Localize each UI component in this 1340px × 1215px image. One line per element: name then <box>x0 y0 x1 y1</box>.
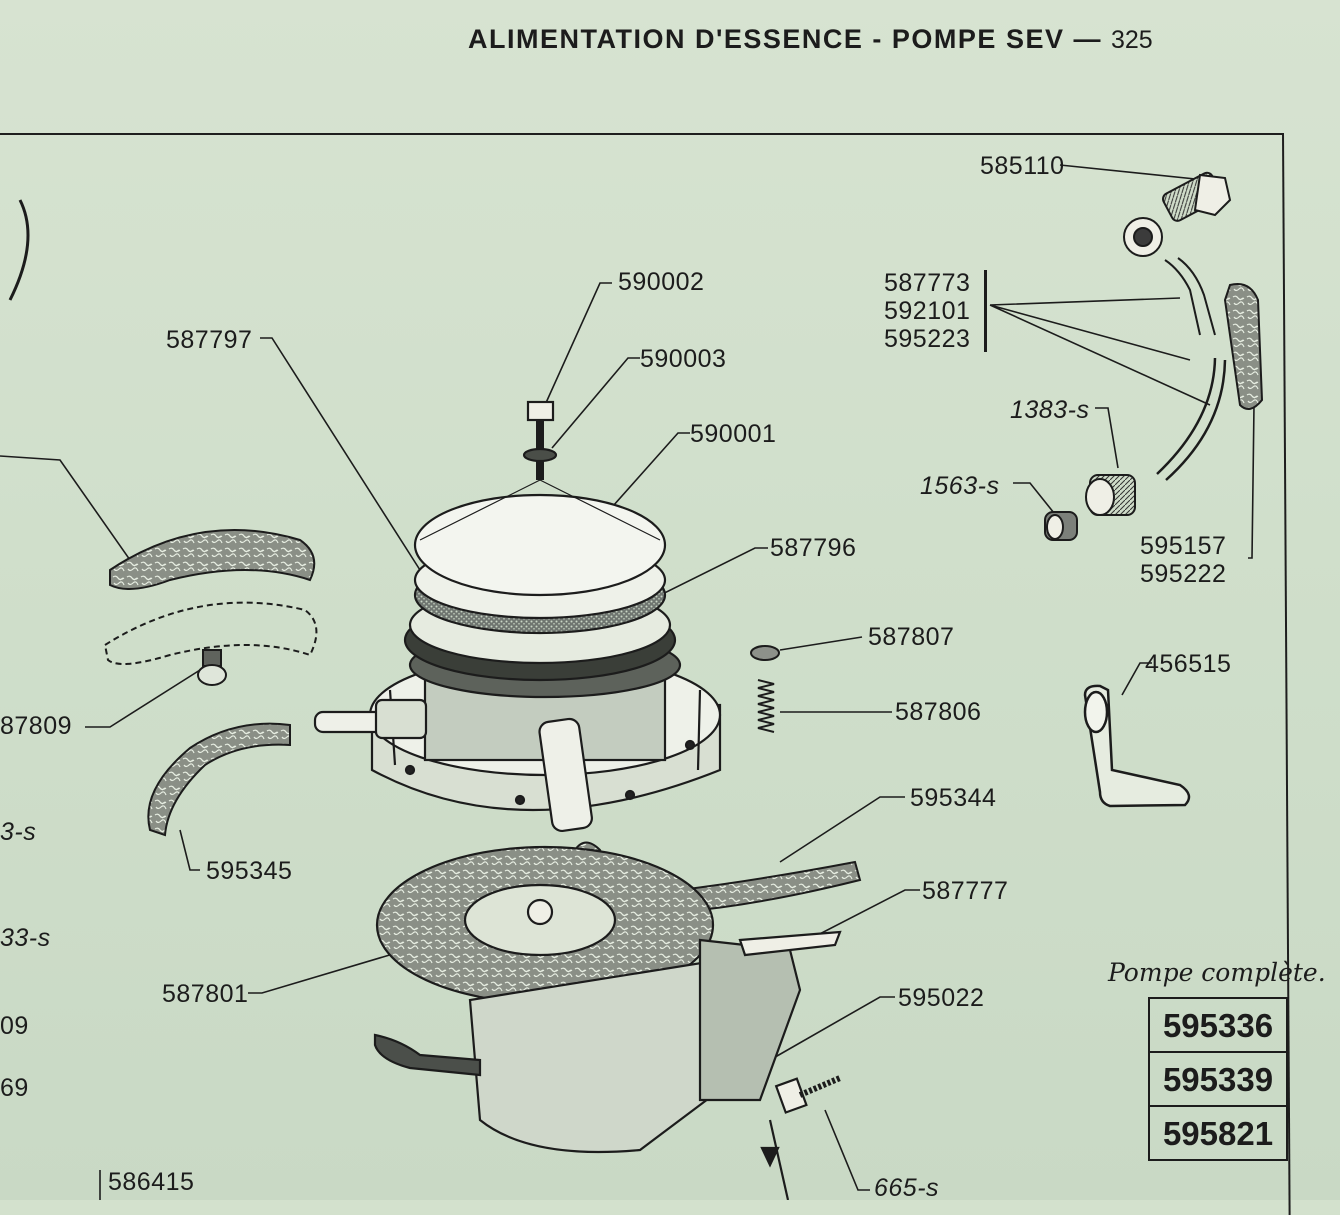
page-number: 325 <box>1111 26 1153 54</box>
ref-595157: 595157 <box>1140 532 1227 560</box>
ref-87809: 87809 <box>0 712 73 740</box>
union-bolt-part <box>1123 171 1232 336</box>
pump-lower-body <box>373 930 842 1200</box>
ref-590001: 590001 <box>690 420 777 448</box>
ref-587801: 587801 <box>162 980 249 1008</box>
ref-595222: 595222 <box>1140 560 1227 588</box>
page-header: ALIMENTATION D'ESSENCE - POMPE SEV — 325 <box>468 24 1153 55</box>
ref-09: 09 <box>0 1012 29 1040</box>
ref-69: 69 <box>0 1074 29 1102</box>
complete-pump-table: 595336 595339 595821 <box>1148 997 1288 1161</box>
ref-1383-s: 1383-s <box>1010 396 1090 424</box>
pump-upper-body <box>313 400 722 833</box>
ref-592101: 592101 <box>884 297 971 325</box>
complete-pump-ref: 595336 <box>1150 999 1286 1053</box>
rubber-hose-right <box>1223 283 1264 410</box>
ref-595022: 595022 <box>898 984 985 1012</box>
ref-585110: 585110 <box>980 152 1065 180</box>
header-title: ALIMENTATION D'ESSENCE - POMPE SEV — <box>468 24 1102 54</box>
adjacent-arc-line <box>8 199 30 301</box>
bracket-part <box>1083 684 1191 808</box>
complete-pump-title: Pompe complète. <box>1108 958 1326 987</box>
cover-gasket <box>103 529 318 686</box>
fuel-pipes <box>1156 357 1227 481</box>
ref-587777: 587777 <box>922 877 1009 905</box>
complete-pump-ref: 595821 <box>1162 1115 1274 1152</box>
ref-33-s: 33-s <box>0 924 51 952</box>
ref-590002: 590002 <box>618 268 705 296</box>
spring-part <box>750 645 780 733</box>
ref-595344: 595344 <box>910 784 997 812</box>
ref-1563-s: 1563-s <box>920 472 1000 500</box>
ref-587796: 587796 <box>770 534 857 562</box>
ref-587773: 587773 <box>884 269 971 297</box>
ref-595345: 595345 <box>206 857 293 885</box>
ref-586415: 586415 <box>108 1168 195 1196</box>
diaphragm-part <box>375 845 715 1005</box>
ref-587806: 587806 <box>895 698 982 726</box>
ref-590003: 590003 <box>640 345 727 373</box>
ref-587797: 587797 <box>166 326 253 354</box>
ref-3-s: 3-s <box>0 818 37 846</box>
ref-bracket-line <box>984 270 987 352</box>
fittings <box>1044 474 1136 541</box>
complete-pump-ref: 595339 <box>1150 1053 1286 1107</box>
ref-456515: 456515 <box>1145 650 1232 678</box>
ref-595223: 595223 <box>884 325 971 353</box>
ref-587807: 587807 <box>868 623 955 651</box>
rubber-hose-left <box>147 722 291 837</box>
leader-lines <box>0 164 1255 1200</box>
ref-665-s: 665-s <box>874 1174 940 1202</box>
